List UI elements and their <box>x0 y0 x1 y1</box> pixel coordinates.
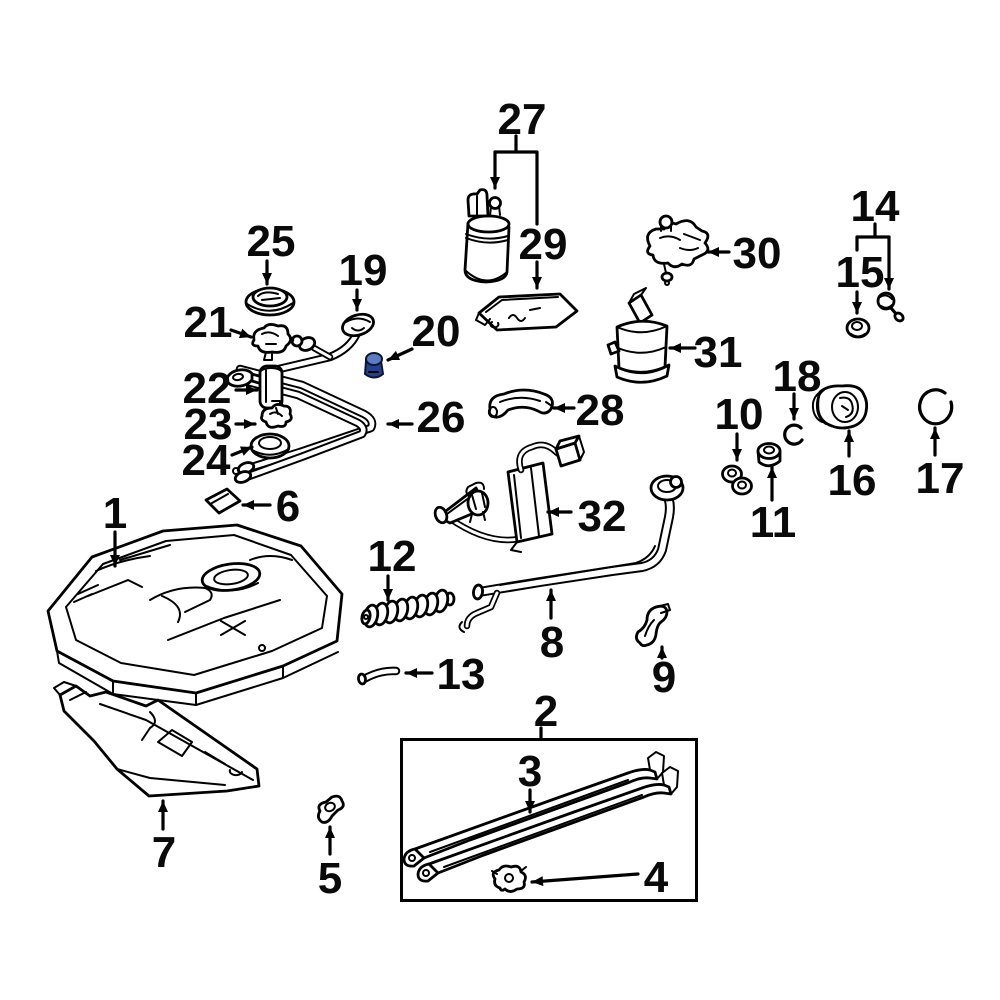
callout-label-25: 25 <box>247 217 296 266</box>
callout-label-16: 16 <box>828 456 877 505</box>
part-19-26-fuel-pipes-drawing <box>232 312 377 484</box>
part-21-valve-drawing <box>251 323 292 361</box>
part-12-hose-drawing <box>360 588 456 629</box>
callout-label-1: 1 <box>103 489 127 538</box>
callout-label-12: 12 <box>368 532 417 581</box>
callout-label-14: 14 <box>851 182 900 231</box>
callout-label-11: 11 <box>750 498 797 547</box>
part-32-sender-drawing <box>433 434 585 553</box>
callout-label-21: 21 <box>184 298 233 347</box>
part-11-bushing-drawing <box>756 442 782 468</box>
part-10-grommets-drawing <box>721 464 753 496</box>
callout-labels: 1 2 3 4 5 6 7 8 9 10 11 12 13 14 15 16 1… <box>103 95 965 903</box>
callout-label-23: 23 <box>184 400 233 449</box>
callout-label-4: 4 <box>644 853 669 902</box>
part-30-valve-drawing <box>646 214 710 286</box>
callout-label-31: 31 <box>694 328 743 377</box>
callout-label-17: 17 <box>916 454 965 503</box>
part-4-clip-drawing <box>491 864 527 893</box>
callout-label-18: 18 <box>773 352 822 401</box>
callout-label-10: 10 <box>715 390 764 439</box>
callout-label-8: 8 <box>540 618 564 667</box>
part-8-filler-pipe-drawing <box>458 474 685 633</box>
callout-label-15: 15 <box>836 248 885 297</box>
callout-label-9: 9 <box>652 653 676 702</box>
part-2-strap-kit-box <box>400 738 698 902</box>
callout-label-5: 5 <box>318 854 342 903</box>
part-24-grommet-drawing <box>249 432 291 460</box>
part-9-bracket-drawing <box>635 603 671 648</box>
callout-arrows <box>110 134 940 887</box>
callout-label-28: 28 <box>576 386 625 435</box>
part-31-cup-drawing <box>606 287 671 384</box>
part-17-snap-ring-drawing <box>918 388 954 426</box>
part-29-cover-drawing <box>475 292 579 332</box>
part-3-strap-drawing <box>402 751 679 883</box>
callout-label-7: 7 <box>152 828 176 877</box>
callout-label-29: 29 <box>519 220 568 269</box>
part-18-clip-drawing <box>783 423 804 446</box>
part-14-screw-drawing <box>876 291 905 323</box>
part-15-washer-drawing <box>845 317 871 339</box>
callout-label-30: 30 <box>733 229 782 278</box>
part-13-hose-drawing <box>357 666 401 686</box>
part-5-clip-drawing <box>317 794 345 824</box>
callout-label-27: 27 <box>498 95 547 144</box>
part-22-filter-drawing <box>225 364 284 410</box>
callout-label-20: 20 <box>412 307 461 356</box>
part-25-cap-drawing <box>244 286 296 317</box>
part-20-blue-clip-drawing <box>363 352 385 379</box>
callout-label-26: 26 <box>417 393 466 442</box>
callout-label-13: 13 <box>437 650 486 699</box>
callout-label-2: 2 <box>534 687 558 736</box>
part-27-fuel-pump-drawing <box>463 188 511 284</box>
callout-label-32: 32 <box>578 492 627 541</box>
callout-label-3: 3 <box>518 747 542 796</box>
callout-label-6: 6 <box>276 482 300 531</box>
callout-label-19: 19 <box>339 246 388 295</box>
part-1-fuel-tank-drawing <box>46 523 344 706</box>
part-23-clamp-drawing <box>260 403 293 429</box>
part-6-pad-drawing <box>204 487 242 515</box>
callout-label-22: 22 <box>183 364 232 413</box>
part-7-shield-drawing <box>53 681 261 798</box>
part-16-grommet-drawing <box>811 384 869 430</box>
callout-label-24: 24 <box>182 436 231 485</box>
part-28-cushion-drawing <box>487 388 554 419</box>
